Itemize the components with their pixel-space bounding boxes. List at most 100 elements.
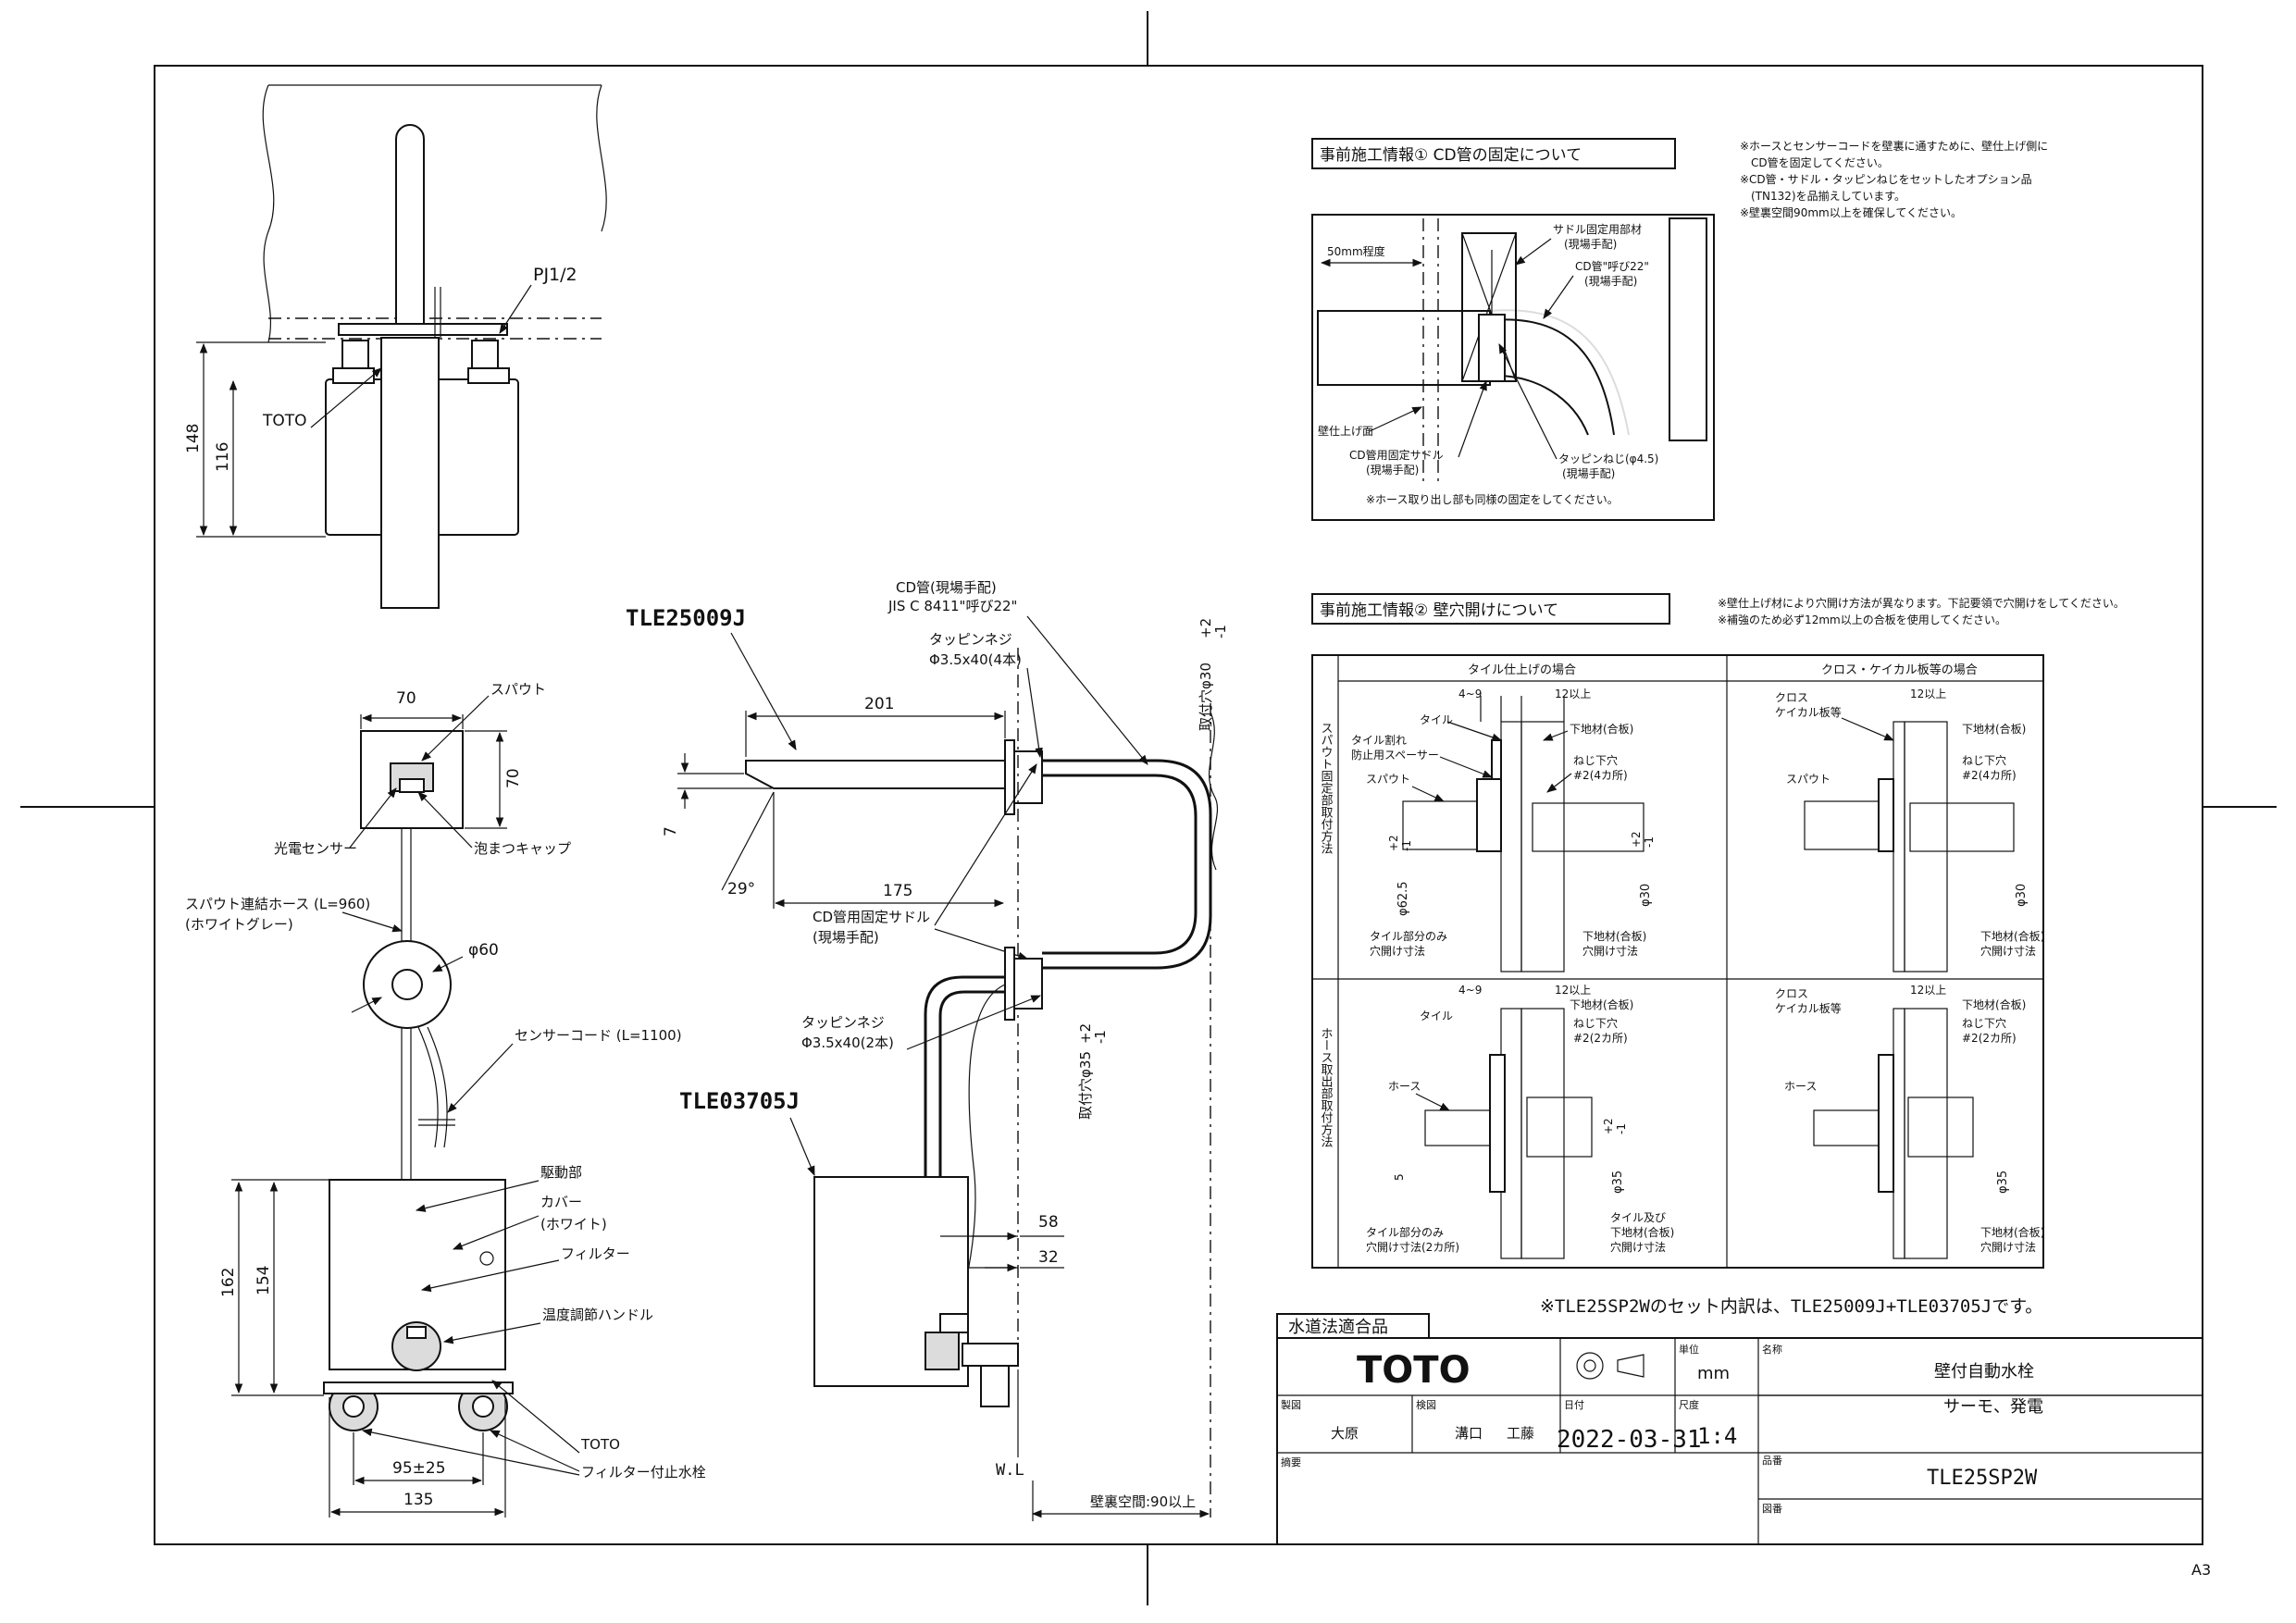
- info1-note-1: ※ホースとセンサーコードを壁裏に通すために、壁仕上げ側に: [1740, 139, 2048, 153]
- dim-29deg: 29°: [727, 880, 755, 898]
- info2-base-a: 下地材(合板): [1570, 722, 1633, 736]
- dim-70-width: 70: [396, 689, 416, 708]
- info2-dim5: 5: [1393, 1173, 1406, 1181]
- unit-label: 単位: [1679, 1343, 1699, 1356]
- info2-cloth-2a: ケイカル板等: [1775, 706, 1842, 719]
- hole35-plus: +2: [1077, 1023, 1094, 1044]
- info2-phi30-a-plus: +2: [1630, 831, 1643, 848]
- info2-tile-hole-2a: 穴開け寸法: [1370, 944, 1425, 958]
- info2-phi625-plus: +2: [1387, 835, 1400, 851]
- info2-note-1: ※壁仕上げ材により穴開け方法が異なります。下記要領で穴開けをしてください。: [1718, 596, 2125, 610]
- info2-base-hole-1b: 下地材(合板): [1980, 929, 2044, 943]
- info1-title: 事前施工情報① CD管の固定について: [1320, 146, 1582, 165]
- info2-tile-hole-1a: タイル部分のみ: [1370, 929, 1447, 943]
- info1-cd-saddle: CD管用固定サドル: [1349, 448, 1444, 462]
- info1-panel: 事前施工情報① CD管の固定について ※ホースとセンサーコードを壁裏に通すために…: [1311, 138, 2048, 521]
- info1-cd-pipe: CD管"呼び22": [1575, 259, 1649, 273]
- title-block: 水道法適合品 ※TLE25SP2Wのセット内訳は、TLE25009J+TLE03…: [1276, 1296, 2203, 1545]
- model-body: TLE03705J: [679, 1088, 800, 1114]
- info2-phi625: φ62.5: [1396, 881, 1410, 916]
- info1-onsite-1: (現場手配): [1564, 238, 1617, 251]
- tap-screw-4-spec: Φ3.5x40(4本): [929, 651, 1022, 668]
- info2-screw-2a: ねじ下穴: [1573, 1016, 1618, 1030]
- info2-base-b: 下地材(合板): [1962, 722, 2026, 736]
- info2-tile-hole-1b: タイル部分のみ: [1366, 1225, 1444, 1239]
- hole-phi30: 取付穴φ30: [1198, 663, 1214, 731]
- wl-label: W.L: [996, 1461, 1024, 1480]
- info2-tile-b: タイル: [1420, 1010, 1453, 1022]
- info1-onsite-4: (現場手配): [1562, 467, 1615, 480]
- label-cover-color: (ホワイト): [540, 1216, 607, 1233]
- checked-by-1: 溝口: [1455, 1425, 1483, 1442]
- info2-screw-4a: ねじ下穴: [1573, 753, 1618, 767]
- top-view: PJ1/2 TOTO 148 116: [184, 84, 607, 609]
- approval-tag: 水道法適合品: [1288, 1318, 1388, 1337]
- hole35-minus: -1: [1092, 1030, 1109, 1044]
- pj-label: PJ1/2: [533, 265, 577, 285]
- info2-base-c: 下地材(合板): [1570, 997, 1633, 1011]
- label-filter-valve: フィルター付止水栓: [581, 1464, 706, 1481]
- info2-row-spout: スパウト固定部取付方法: [1319, 722, 1334, 854]
- dim-175: 175: [883, 882, 912, 900]
- info2-spout-a: スパウト: [1366, 773, 1410, 786]
- info2-base-d: 下地材(合板): [1962, 997, 2026, 1011]
- info2-dim-12-c: 12以上: [1555, 984, 1591, 997]
- info1-note-5: ※壁裏空間90mm以上を確保してください。: [1740, 205, 1962, 219]
- dim-148: 148: [184, 424, 203, 453]
- label-drive-unit: 駆動部: [540, 1164, 582, 1181]
- info2-dim-12-d: 12以上: [1910, 984, 1946, 997]
- info2-phi35-b: φ35: [1996, 1171, 2010, 1194]
- paper-size: A3: [2191, 1561, 2211, 1579]
- tap-screw-2-label: タッピンネジ: [801, 1014, 885, 1031]
- info1-50mm: 50mm程度: [1327, 244, 1385, 258]
- date-label: 日付: [1564, 1399, 1584, 1411]
- sheet-frame: A3: [20, 11, 2277, 1605]
- remark-label: 摘要: [1281, 1456, 1301, 1468]
- info2-phi35-a: φ35: [1611, 1171, 1625, 1194]
- label-aerator-cap: 泡まつキャップ: [474, 840, 571, 857]
- info1-note-3: ※CD管・サドル・タッピンねじをセットしたオプション品: [1740, 172, 2032, 186]
- wall-space-label: 壁裏空間:90以上: [1090, 1493, 1196, 1510]
- info2-spacer-1: タイル割れ: [1351, 733, 1407, 747]
- scale-value: 1:4: [1697, 1423, 1737, 1449]
- product-name: 壁付自動水栓: [1934, 1362, 2034, 1381]
- info2-note-2: ※補強のため必ず12mm以上の合板を使用してください。: [1718, 613, 2006, 626]
- dim-32: 32: [1038, 1248, 1059, 1267]
- info2-dim-12-a: 12以上: [1555, 688, 1591, 700]
- product-sub: サーモ、発電: [1943, 1397, 2043, 1417]
- info1-note-2: CD管を固定してください。: [1740, 155, 1889, 169]
- info1-onsite-2: (現場手配): [1584, 275, 1637, 288]
- info2-cloth-1a: クロス: [1775, 691, 1808, 704]
- saddle-label: CD管用固定サドル: [813, 909, 930, 925]
- cd-pipe-jis: JIS C 8411"呼び22": [887, 598, 1017, 614]
- hole-phi35: 取付穴φ35: [1077, 1051, 1094, 1120]
- label-spout-hose: スパウト連結ホース (L=960): [185, 896, 370, 912]
- dim-154: 154: [254, 1266, 273, 1295]
- dim-58: 58: [1038, 1213, 1059, 1232]
- name-label: 名称: [1762, 1343, 1782, 1356]
- set-note: ※TLE25SP2Wのセット内訳は、TLE25009J+TLE03705Jです。: [1540, 1296, 2042, 1317]
- dim-201: 201: [864, 695, 894, 713]
- info2-hose-a: ホース: [1388, 1080, 1421, 1093]
- info2-tile-hole-3b: 穴開け寸法(2カ所): [1366, 1240, 1459, 1254]
- info2-spout-b: スパウト: [1786, 773, 1831, 786]
- drawing-no-label: 図番: [1762, 1503, 1782, 1515]
- dim-7: 7: [662, 826, 680, 836]
- info2-title: 事前施工情報② 壁穴開けについて: [1320, 601, 1558, 620]
- info2-base-hole-1d: 下地材(合板): [1980, 1225, 2044, 1239]
- third-angle-icon: [1576, 1352, 1644, 1380]
- info2-row-hose: ホース取出部取付方法: [1319, 1027, 1334, 1147]
- info2-phi30-a-minus: -1: [1643, 836, 1656, 848]
- info2-col-cloth: クロス・ケイカル板等の場合: [1821, 663, 1978, 677]
- info2-screw-4d: #2(4カ所): [1962, 769, 2017, 782]
- info2-cloth-2b: ケイカル板等: [1775, 1002, 1842, 1015]
- info2-hose-b: ホース: [1784, 1080, 1817, 1093]
- dim-116: 116: [214, 442, 232, 472]
- front-view: 70 70 スパウト 光電センサー 泡まつキャップ スパウト連結ホース (L=9…: [185, 681, 706, 1518]
- info2-phi30-a: φ30: [1639, 884, 1653, 907]
- info2-base-hole-2c: 穴開け寸法: [1610, 1240, 1666, 1254]
- info2-screw-4b: #2(4カ所): [1573, 769, 1628, 782]
- label-temp-handle: 温度調節ハンドル: [542, 1307, 653, 1323]
- label-cover: カバー: [540, 1194, 582, 1210]
